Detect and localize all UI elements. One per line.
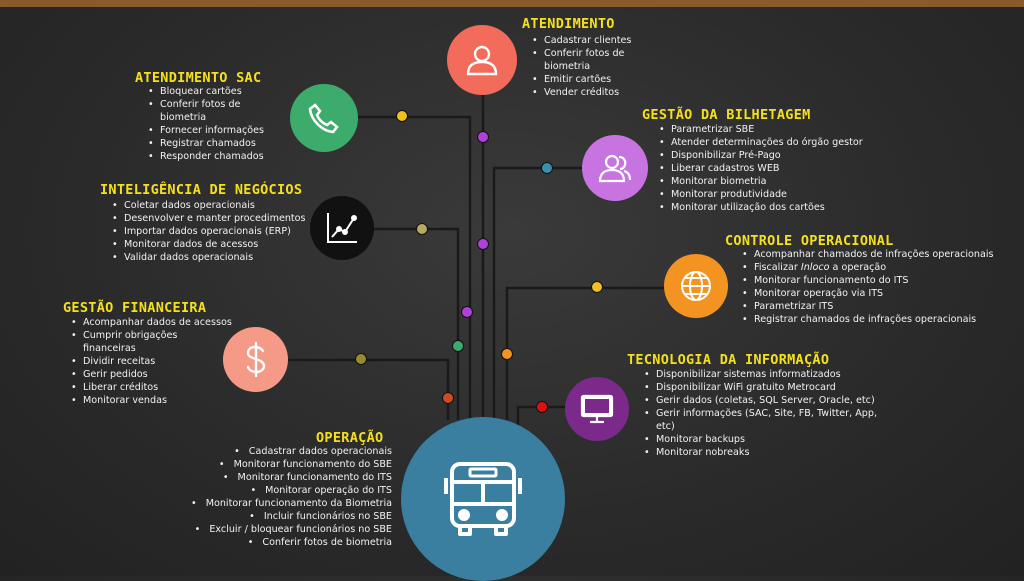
list-item: Monitorar nobreaks [640,446,895,459]
list-item: Vender créditos [528,86,658,99]
bus-icon [444,462,522,536]
connector-dot [591,281,603,293]
bilhetagem-list: Parametrizar SBE Atender determinações d… [655,123,915,214]
list-item: Monitorar funcionamento do SBE [150,458,392,471]
bi-title: INTELIGÊNCIA DE NEGÓCIOS [100,182,303,198]
list-item: Registrar chamados de infrações operacio… [738,313,998,326]
list-item: Gerir informações (SAC, Site, FB, Twitte… [640,407,895,433]
list-item: Monitorar funcionamento do ITS [738,274,998,287]
list-item: Incluir funcionários no SBE [150,510,392,523]
list-item: Monitorar vendas [67,394,257,407]
controle-title: CONTROLE OPERACIONAL [725,233,894,249]
financeira-list: Acompanhar dados de acessos Cumprir obri… [67,316,257,407]
list-item: Fornecer informações [144,124,284,137]
list-item: Desenvolver e manter procedimentos [108,212,318,225]
ti-list: Disponibilizar sistemas informatizados D… [640,368,895,459]
atendimento-list: Cadastrar clientes Conferir fotos de bio… [528,34,658,99]
list-item: Cadastrar clientes [528,34,658,47]
connector-dot [442,392,454,404]
ti-circle [565,377,629,441]
list-item: Bloquear cartões [144,85,284,98]
list-item: Acompanhar dados de acessos [67,316,257,329]
bi-circle [310,196,374,260]
operacao-circle [401,417,565,581]
bi-list: Coletar dados operacionais Desenvolver e… [108,199,318,264]
connector-dot [541,162,553,174]
list-item: Cadastrar dados operacionais [150,445,392,458]
list-item: Liberar cadastros WEB [655,162,915,175]
list-item: Cumprir obrigações financeiras [67,329,193,355]
globe-icon [681,271,711,301]
financeira-title: GESTÃO FINANCEIRA [63,300,207,316]
list-item: Conferir fotos de biometria [150,536,392,549]
sac-circle [290,84,358,152]
connector-dot [452,340,464,352]
list-item: Dividir receitas [67,355,257,368]
sac-list: Bloquear cartões Conferir fotos de biome… [144,85,284,163]
list-item: Emitir cartões [528,73,658,86]
list-item: Atender determinações do órgão gestor [655,136,915,149]
list-item: Importar dados operacionais (ERP) [108,225,318,238]
controle-circle [664,254,728,318]
users-icon [598,154,632,183]
list-item: Parametrizar SBE [655,123,915,136]
list-item: Conferir fotos de biometria [144,98,284,124]
bilhetagem-circle [582,135,648,201]
person-icon [466,45,498,76]
list-item: Liberar créditos [67,381,257,394]
operacao-list: Cadastrar dados operacionais Monitorar f… [150,445,392,549]
connector-dot [355,353,367,365]
list-item: Monitorar operação do ITS [150,484,392,497]
monitor-icon [580,394,614,424]
list-item: Disponibilizar Pré-Pago [655,149,915,162]
connector-dot [477,238,489,250]
connector-dot [501,348,513,360]
connector-dot [396,110,408,122]
ti-title: TECNOLOGIA DA INFORMAÇÃO [627,352,830,368]
list-item: Monitorar biometria [655,175,915,188]
sac-title: ATENDIMENTO SAC [135,70,262,86]
emphasis-text: Inloco [800,262,830,273]
atendimento-circle [447,25,517,95]
list-item: Disponibilizar WiFi gratuito Metrocard [640,381,895,394]
operacao-title: OPERAÇÃO [316,430,384,446]
list-item: Registrar chamados [144,137,284,150]
list-item: Parametrizar ITS [738,300,998,313]
list-item: Monitorar funcionamento da Biometria [150,497,392,510]
list-item: Responder chamados [144,150,284,163]
list-item: Disponibilizar sistemas informatizados [640,368,895,381]
list-item: Conferir fotos de biometria [528,47,658,73]
bilhetagem-title: GESTÃO DA BILHETAGEM [642,107,811,123]
list-item: Validar dados operacionais [108,251,318,264]
list-item: Gerir dados (coletas, SQL Server, Oracle… [640,394,895,407]
list-item: Gerir pedidos [67,368,257,381]
list-item: Excluir / bloquear funcionários no SBE [150,523,392,536]
list-item: Coletar dados operacionais [108,199,318,212]
list-item: Monitorar backups [640,433,895,446]
list-item: Monitorar dados de acessos [108,238,318,251]
phone-icon [308,103,339,134]
chart-icon [327,213,357,243]
list-item: Monitorar produtividade [655,188,915,201]
top-accent-bar [0,0,1024,7]
list-item: Monitorar operação via ITS [738,287,998,300]
connector-dot [477,131,489,143]
list-item: Monitorar funcionamento do ITS [150,471,392,484]
atendimento-title: ATENDIMENTO [522,16,615,32]
list-item: Fiscalizar Inloco a operação [738,261,998,274]
connector-dot [461,306,473,318]
controle-list: Acompanhar chamados de infrações operaci… [738,248,998,326]
list-item: Acompanhar chamados de infrações operaci… [738,248,998,261]
list-item: Monitorar utilização dos cartões [655,201,915,214]
connector-dot [416,223,428,235]
connector-dot [536,401,548,413]
